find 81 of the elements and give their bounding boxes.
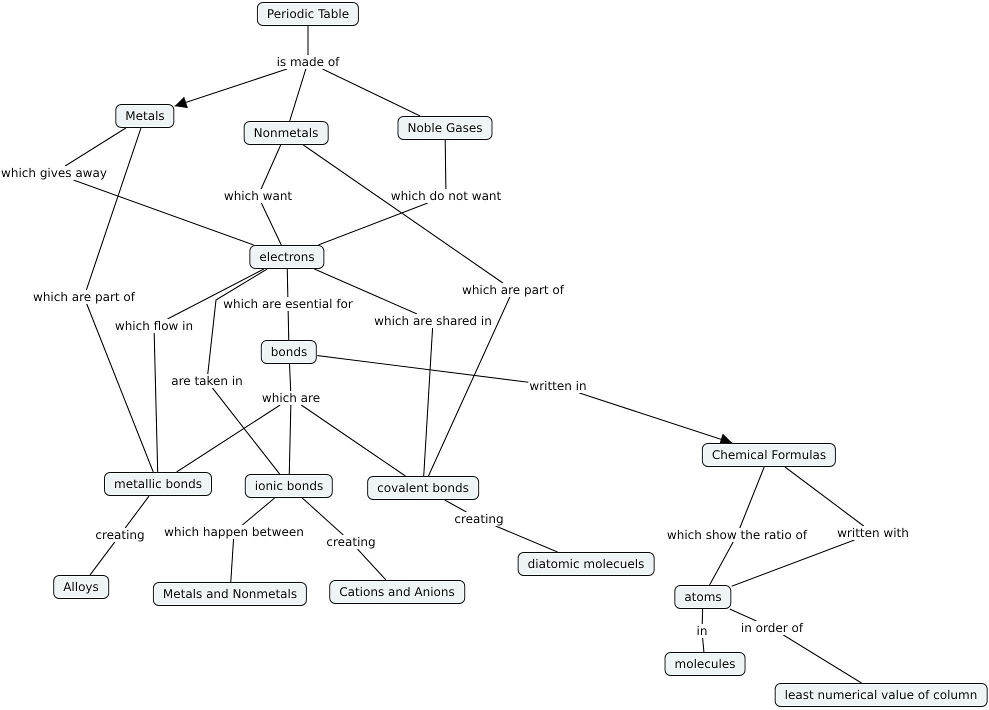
concept-box: Nonmetals [244,121,328,145]
linking-phrase: creating [325,535,377,549]
connector-line [207,268,268,374]
concept-box: covalent bonds [367,476,479,500]
concept-box: bonds [260,340,318,364]
connector-line [731,539,855,587]
connector-line [286,268,288,298]
concept-box: diatomic molecuels [518,552,654,576]
connector-line [289,68,306,122]
concept-box: Periodic Table [256,2,360,26]
concept-box: Cations and Anions [329,580,465,604]
connector-line [167,268,264,320]
concept-box: Metals and Nonmetals [152,582,308,606]
connector-line [303,144,504,284]
connector-line [322,68,420,116]
connector-line [124,496,150,528]
connector-line [288,404,292,474]
concept-box: molecules [664,652,746,676]
linking-phrase: which flow in [114,319,194,333]
connector-line [495,526,558,552]
linking-phrase: which happen between [163,525,305,539]
connector-line [307,26,309,55]
linking-phrase: which do not want [390,189,502,203]
connector-line [784,466,864,526]
linking-phrase: in [696,624,708,638]
linking-phrase: which are part of [461,283,565,297]
concept-box: least numerical value of column [774,683,988,707]
linking-phrase: creating [453,512,505,526]
linking-phrase: are taken in [170,374,244,388]
connector-line [444,140,446,189]
connector-line [260,202,282,246]
connector-line [174,68,288,108]
connector-line [154,332,158,472]
connector-line [86,128,142,290]
connector-line [64,128,126,166]
connector-line [288,310,290,340]
linking-phrase: written with [836,526,910,540]
connector-line [357,548,386,580]
linking-phrase: which are [260,391,322,405]
linking-phrase: written in [528,379,588,393]
connector-line [242,498,275,526]
connector-line [314,268,418,314]
concept-box: metallic bonds [104,472,212,496]
concept-box: Noble Gases [398,116,492,140]
connector-line [318,202,428,246]
connector-line [579,392,732,445]
linking-phrase: is made of [276,55,340,69]
connector-line [444,500,467,512]
linking-phrase: which are esential for [222,297,354,311]
connector-line [783,634,862,684]
connector-line [176,404,280,472]
linking-phrase: which gives away [0,166,108,180]
connector-line [729,608,757,622]
connector-line [709,542,734,586]
concept-box: electrons [249,245,325,269]
linking-phrase: creating [94,528,146,542]
linking-phrase: which are part of [32,290,136,304]
connector-line [300,404,406,476]
connector-line [739,466,765,528]
linking-phrase: which want [222,189,294,203]
connector-line [317,355,528,383]
connector-line [90,542,116,576]
connector-line [702,638,704,652]
connector-line [260,144,282,190]
linking-phrase: in order of [740,621,804,635]
connector-line [302,498,344,536]
concept-box: Metals [115,104,175,128]
connector-line [288,364,292,392]
concept-box: Alloys [53,575,109,599]
concept-box: atoms [674,585,732,609]
connector-line [86,304,154,472]
concept-box: Chemical Formulas [702,443,836,467]
connector-line [73,179,254,246]
connector-line [428,296,510,476]
connector-line [212,388,280,474]
linking-phrase: which show the ratio of [666,528,808,542]
concept-box: ionic bonds [244,474,334,498]
connector-line [702,608,704,624]
linking-phrase: which are shared in [373,314,493,328]
connector-line [230,538,234,582]
connector-line [423,328,434,476]
